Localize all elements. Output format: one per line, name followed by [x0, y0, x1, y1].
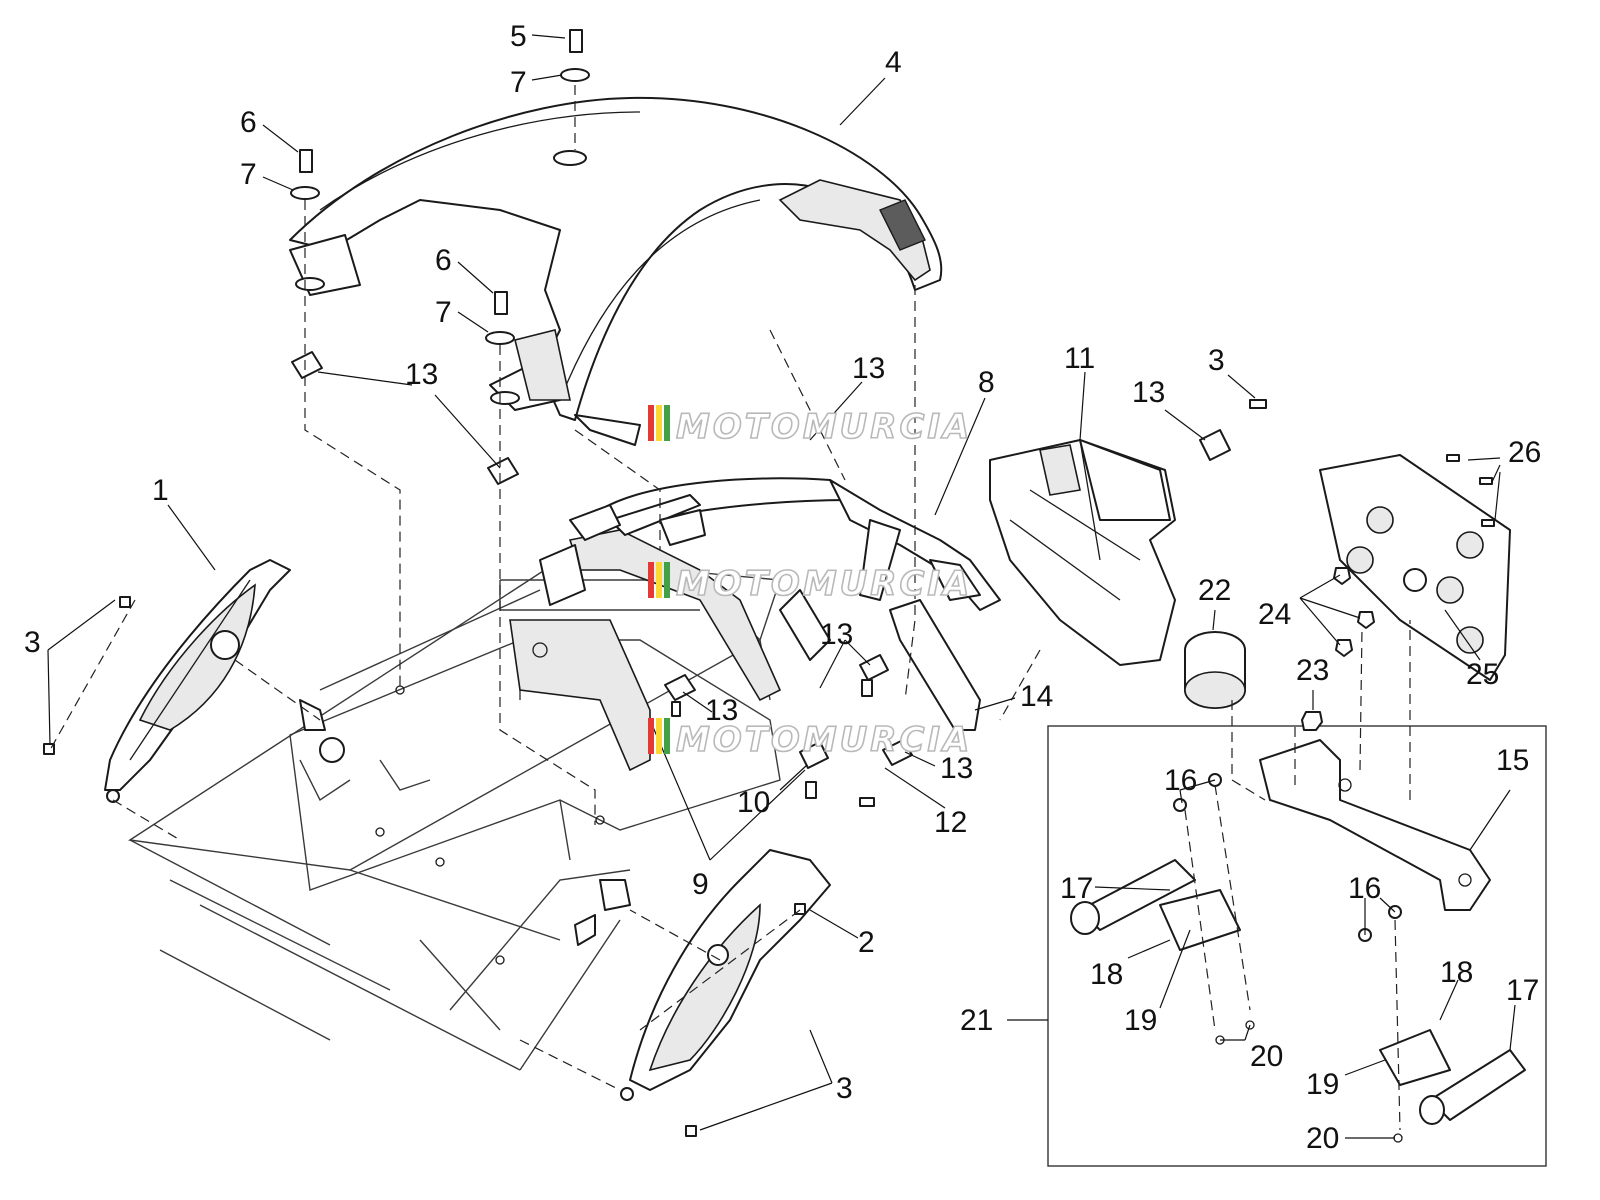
- watermark-text: MOTOMURCIA: [676, 720, 972, 760]
- callout-14: 14: [1020, 680, 1053, 713]
- leader-lines: [47, 34, 1516, 1139]
- indicator-assembly-right: [1358, 905, 1526, 1143]
- license-bracket: [1259, 739, 1491, 911]
- callout-13: 13: [705, 694, 738, 727]
- callout-10: 10: [737, 786, 770, 819]
- callout-9: 9: [692, 868, 709, 901]
- callout-5: 5: [510, 20, 527, 53]
- watermark-stripe-red: [648, 562, 654, 598]
- callout-7: 7: [240, 158, 257, 191]
- callout-17: 17: [1506, 974, 1539, 1007]
- callout-6: 6: [435, 244, 452, 277]
- callout-3: 3: [24, 626, 41, 659]
- callout-4: 4: [885, 46, 902, 79]
- callout-2: 2: [858, 926, 875, 959]
- watermark-3: MOTOMURCIA: [648, 718, 972, 761]
- callout-20: 20: [1306, 1122, 1339, 1155]
- callout-11: 11: [1064, 342, 1095, 375]
- fasteners: [43, 29, 1495, 1137]
- watermark-stripe-red: [648, 718, 654, 754]
- callout-13: 13: [940, 752, 973, 785]
- callout-13: 13: [1132, 376, 1165, 409]
- callout-8: 8: [978, 366, 995, 399]
- indicator-assembly-left: [1070, 773, 1255, 1045]
- callout-1: 1: [152, 474, 169, 507]
- callout-16: 16: [1164, 764, 1197, 797]
- assembly-dash-lines: [49, 85, 1411, 1131]
- callout-20: 20: [1250, 1040, 1283, 1073]
- callout-13: 13: [852, 352, 885, 385]
- watermark-stripe-yellow: [656, 562, 662, 598]
- right-side-cover: [620, 849, 831, 1101]
- callout-17: 17: [1060, 872, 1093, 905]
- callout-18: 18: [1090, 958, 1123, 991]
- watermark-text: MOTOMURCIA: [676, 407, 972, 447]
- callout-13: 13: [820, 618, 853, 651]
- callout-16: 16: [1348, 872, 1381, 905]
- callout-3: 3: [1208, 344, 1225, 377]
- callout-26: 26: [1508, 436, 1541, 469]
- callout-18: 18: [1440, 956, 1473, 989]
- electrical-box: [989, 439, 1176, 666]
- callout-23: 23: [1296, 654, 1329, 687]
- watermark-1: MOTOMURCIA: [648, 405, 972, 448]
- rear-mudguard: [289, 96, 943, 446]
- callout-12: 12: [934, 806, 967, 839]
- callout-6: 6: [240, 106, 257, 139]
- watermark-stripe-green: [664, 718, 670, 754]
- mudguard-bracket: [889, 599, 981, 731]
- callout-7: 7: [510, 66, 527, 99]
- callout-22: 22: [1198, 574, 1231, 607]
- callout-19: 19: [1306, 1068, 1339, 1101]
- watermark-text: MOTOMURCIA: [676, 564, 972, 604]
- callout-19: 19: [1124, 1004, 1157, 1037]
- callout-24: 24: [1258, 598, 1291, 631]
- license-plate-holder: [1319, 454, 1511, 681]
- watermark-stripe-green: [664, 405, 670, 441]
- rear-reflector: [1184, 631, 1246, 709]
- callout-15: 15: [1496, 744, 1529, 777]
- callout-7: 7: [435, 296, 452, 329]
- watermark-stripe-red: [648, 405, 654, 441]
- rear-subframe: [128, 529, 782, 1071]
- callout-labels: 5 7 4 6 7 6 7 13 13 8 11 3 13 26 1 3 22 …: [24, 20, 1541, 1155]
- watermark-stripe-yellow: [656, 405, 662, 441]
- assembly-group-box: [1047, 725, 1547, 1167]
- callout-3: 3: [836, 1072, 853, 1105]
- callout-13: 13: [405, 358, 438, 391]
- watermark-stripe-green: [664, 562, 670, 598]
- watermark-stripe-yellow: [656, 718, 662, 754]
- watermark-2: MOTOMURCIA: [648, 562, 972, 605]
- callout-21: 21: [960, 1004, 993, 1037]
- left-side-cover: [104, 559, 291, 803]
- callout-25: 25: [1466, 658, 1499, 691]
